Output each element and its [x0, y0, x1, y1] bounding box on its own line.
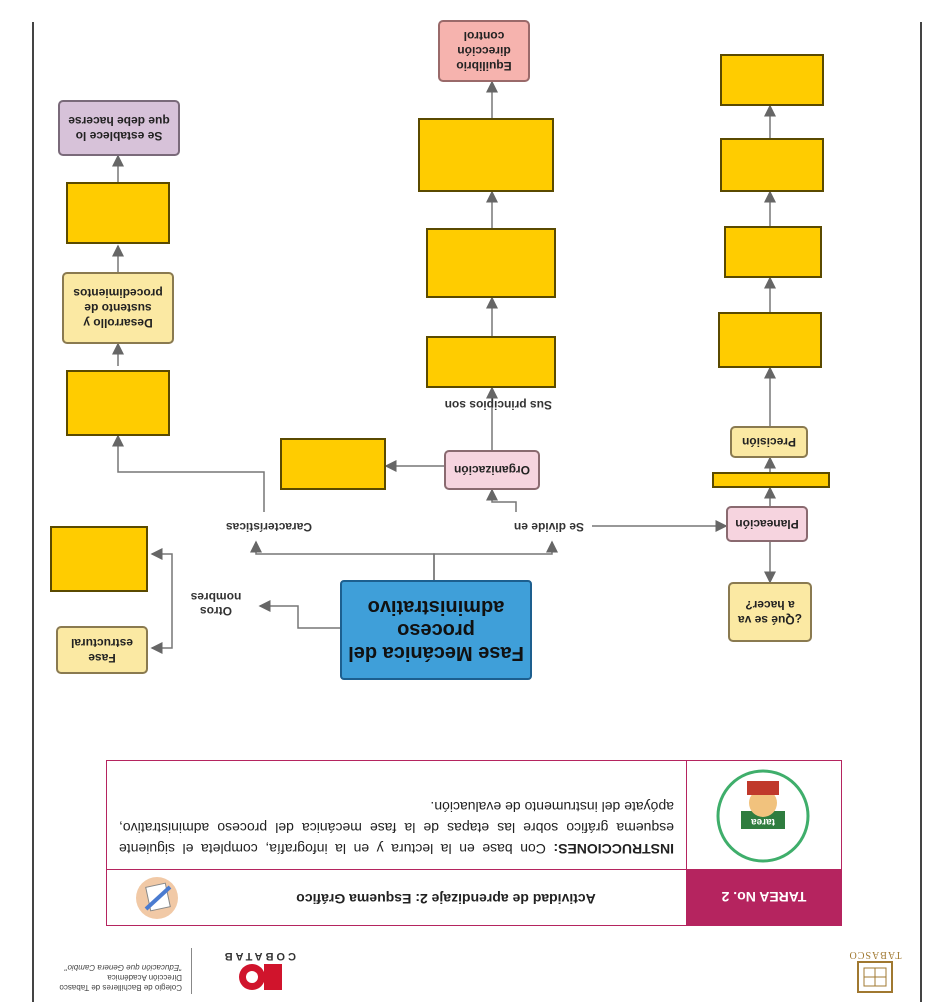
node-planeacion-4	[720, 54, 824, 106]
node-equilibrio: Equilibrio dirección control	[438, 20, 530, 82]
node-blank-desarrollo	[66, 182, 170, 244]
node-blank-otros	[50, 526, 148, 592]
node-planeacion-1	[718, 312, 822, 368]
cobatab-emblem-icon	[239, 964, 282, 990]
node-principio-1	[426, 336, 556, 388]
node-que-se-va: ¿Qué se va a hacer?	[728, 582, 812, 642]
node-principio-2	[426, 228, 556, 298]
central-node: Fase Mecánica del proceso administrativo	[340, 580, 532, 680]
node-se-establece: Se establece lo que debe hacerse	[58, 100, 180, 156]
node-precision: Precisión	[730, 426, 808, 458]
label-se-divide-en: Se divide en	[513, 520, 584, 534]
node-blank-caracteristicas	[66, 370, 170, 436]
node-blank-organizacion	[280, 438, 386, 490]
node-principio-3	[418, 118, 554, 192]
node-planeacion-2	[724, 226, 822, 278]
task-title-cell: Actividad de aprendizaje 2: Esquema Gráf…	[107, 870, 687, 925]
node-blank-planeacion-bar	[712, 472, 830, 488]
task-icon-cell: tarea	[687, 760, 841, 870]
pencil-paper-icon	[132, 875, 182, 921]
state-logo: TABASCO	[844, 946, 906, 994]
node-organizacion: Organización	[444, 450, 540, 490]
label-caracteristicas: Características	[225, 520, 312, 534]
node-planeacion: Planeación	[726, 506, 808, 542]
label-sus-principios-son: Sus principios son	[444, 398, 552, 412]
state-seal-icon	[857, 961, 893, 993]
node-planeacion-3	[720, 138, 824, 192]
node-desarrollo: Desarrollo y sustento de procedimientos	[62, 272, 174, 344]
tarea-icon: tarea	[713, 767, 813, 865]
label-otros-nombres: Otros nombres	[190, 590, 242, 618]
cobatab-logo: COBATAB	[222, 944, 296, 996]
node-fase-estructural: Fase estructural	[56, 626, 148, 674]
task-table: TAREA No. 2 Actividad de aprendizaje 2: …	[106, 760, 842, 926]
